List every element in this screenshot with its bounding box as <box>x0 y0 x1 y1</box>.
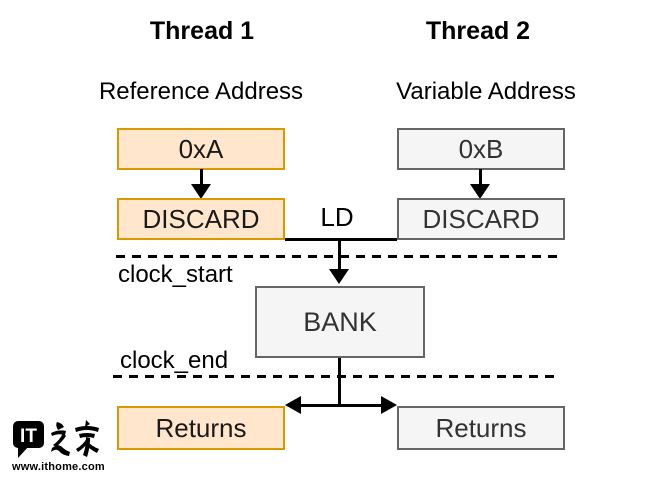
variable-address-label: Variable Address <box>396 78 576 105</box>
returns-split-line <box>296 404 384 407</box>
clock-start-label: clock_start <box>118 261 233 288</box>
box-discard-thread2-label: DISCARD <box>422 204 540 234</box>
box-discard-thread1-label: DISCARD <box>142 204 260 234</box>
box-returns-thread1: Returns <box>117 406 285 450</box>
box-0xb-label: 0xB <box>458 134 504 164</box>
cjk-zhi-glyph <box>51 422 70 456</box>
join-to-bank-shaft <box>338 238 341 270</box>
arrow-down-icon <box>470 184 490 199</box>
ithome-logo-latin: IT <box>20 426 37 447</box>
thread-1-title: Thread 1 <box>149 17 255 45</box>
box-discard-thread1: DISCARD <box>117 198 285 240</box>
box-0xb: 0xB <box>397 128 565 170</box>
discard-join-line <box>285 238 397 241</box>
arrow-0xb-to-discard-shaft <box>479 169 482 186</box>
bank-to-returns-shaft <box>338 358 341 407</box>
cjk-jia-glyph <box>75 420 99 457</box>
arrow-0xa-to-discard-shaft <box>200 169 203 186</box>
arrow-down-icon <box>191 184 211 199</box>
box-discard-thread2: DISCARD <box>397 198 565 240</box>
box-0xa-label: 0xA <box>178 134 224 164</box>
box-bank-label: BANK <box>303 306 377 337</box>
arrow-right-icon <box>381 396 397 414</box>
box-returns-thread2-label: Returns <box>435 413 527 443</box>
reference-address-label: Reference Address <box>98 78 304 105</box>
clock-start-dashed-line <box>116 255 562 258</box>
ithome-watermark: IT <box>12 419 112 464</box>
box-0xa: 0xA <box>117 128 285 170</box>
clock-end-label: clock_end <box>120 347 229 374</box>
thread-2-title: Thread 2 <box>425 17 531 45</box>
box-bank: BANK <box>255 286 425 358</box>
box-returns-thread2: Returns <box>397 406 565 450</box>
ithome-logo-icon: IT <box>13 420 99 458</box>
clock-end-dashed-line <box>113 375 559 378</box>
ld-label: LD <box>320 202 354 232</box>
box-returns-thread1-label: Returns <box>155 413 247 443</box>
arrow-left-icon <box>285 396 301 414</box>
ithome-url: www.ithome.com <box>12 461 105 473</box>
arrow-down-icon <box>329 269 349 284</box>
